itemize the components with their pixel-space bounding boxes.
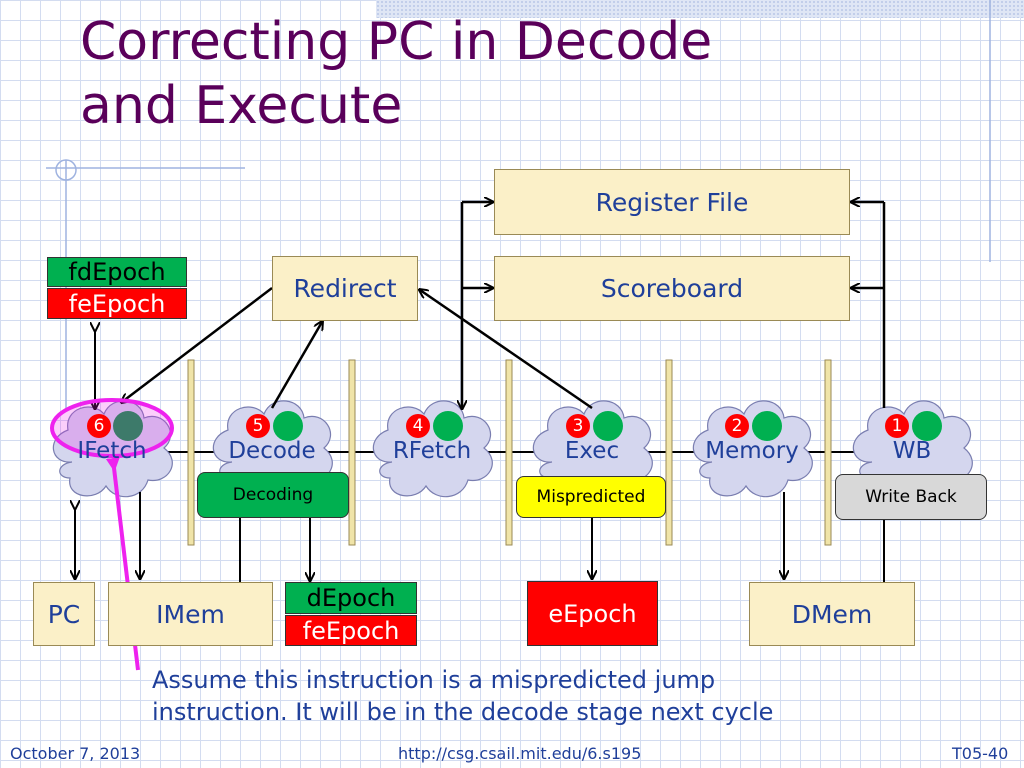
stage-number-rfetch: 4 [406,414,430,438]
write-back-badge: Write Back [835,474,987,520]
stage-dot-memory [752,411,782,441]
mispredicted-badge: Mispredicted [516,476,666,518]
stage-label-exec: Exec [564,438,620,464]
pipeline-registers [187,359,832,546]
fetch-fdepoch: fdEpoch [47,257,187,287]
register-file-box: Register File [494,169,850,235]
stage-label-memory: Memory [705,438,799,464]
stage-dot-rfetch [433,411,463,441]
footer-date: October 7, 2013 [10,744,141,763]
note-line-2: instruction. It will be in the decode st… [152,698,774,726]
deco-circle [55,159,77,181]
stage-number-decode: 5 [246,414,270,438]
decoding-badge: Decoding [197,472,349,518]
footer-slide-id: T05-40 [952,744,1009,763]
fetch-feepoch: feEpoch [47,288,187,319]
decode-depoch: dEpoch [285,582,417,614]
dmem-box: DMem [749,582,915,646]
stage-label-wb: WB [892,438,932,464]
title-line-1: Correcting PC in Decode [80,12,713,72]
stage-label-decode: Decode [228,438,316,464]
stage-number-memory: 2 [725,414,749,438]
scoreboard-box: Scoreboard [494,256,850,321]
decode-feepoch: feEpoch [285,615,417,646]
imem-box: IMem [108,582,273,646]
pc-box: PC [33,582,95,646]
highlight-ellipse [50,398,174,458]
stage-dot-wb [912,411,942,441]
note-text: Assume this instruction is a mispredicte… [152,664,912,728]
stage-dot-decode [273,411,303,441]
stage-number-wb: 1 [885,414,909,438]
stage-dot-ifetch [113,411,143,441]
stage-dot-exec [593,411,623,441]
stage-label-ifetch: IFetch [77,438,147,464]
footer-url: http://csg.csail.mit.edu/6.s195 [398,744,642,763]
stage-label-rfetch: RFetch [392,438,472,464]
slide-title: Correcting PC in Decode and Execute [80,10,880,138]
note-line-1: Assume this instruction is a mispredicte… [152,666,716,694]
top-band [376,0,1024,18]
title-line-2: and Execute [80,76,403,136]
redirect-box: Redirect [272,256,418,321]
eepoch-box: eEpoch [527,581,658,646]
stage-number-exec: 3 [566,414,590,438]
stage-number-ifetch: 6 [87,414,111,438]
